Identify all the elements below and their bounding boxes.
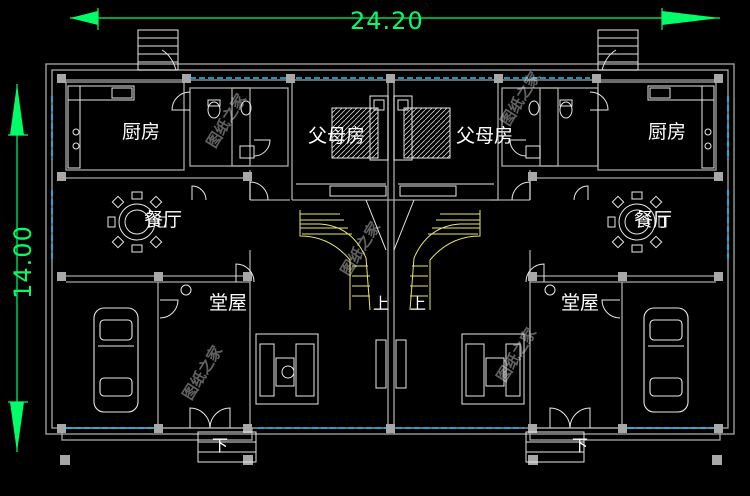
interior-stairs bbox=[299, 199, 481, 311]
rear-steps bbox=[137, 29, 639, 71]
room-label-parents-left: 父母房 bbox=[308, 125, 366, 147]
width-dimension bbox=[70, 8, 720, 30]
room-label-hall-right: 堂屋 bbox=[561, 292, 600, 314]
room-label-dining-right: 餐厅 bbox=[634, 209, 673, 231]
stair-down-left: 下 bbox=[212, 436, 229, 455]
dining-tables bbox=[107, 191, 667, 253]
sofa-sets bbox=[255, 333, 525, 405]
doors bbox=[159, 91, 621, 429]
height-dimension bbox=[8, 84, 28, 452]
stair-down-right: 下 bbox=[572, 436, 589, 455]
room-label-kitchen-left: 厨房 bbox=[122, 121, 161, 143]
room-label-dining-left: 餐厅 bbox=[144, 209, 183, 231]
cars bbox=[93, 307, 689, 413]
room-label-hall-left: 堂屋 bbox=[209, 292, 248, 314]
front-steps bbox=[197, 431, 585, 463]
kitchen-fixtures bbox=[67, 85, 715, 169]
stair-up-left: 上 bbox=[373, 294, 390, 313]
beds bbox=[296, 95, 494, 197]
width-dimension-label: 24.20 bbox=[350, 7, 424, 35]
stair-up-right: 上 bbox=[410, 294, 427, 313]
room-label-kitchen-right: 厨房 bbox=[648, 121, 687, 143]
windows bbox=[51, 77, 729, 429]
hall-fixtures bbox=[180, 284, 556, 296]
height-dimension-label: 14.00 bbox=[8, 225, 37, 299]
room-label-parents-right: 父母房 bbox=[456, 125, 514, 147]
bathroom-fixtures bbox=[207, 99, 573, 159]
columns bbox=[57, 74, 723, 465]
